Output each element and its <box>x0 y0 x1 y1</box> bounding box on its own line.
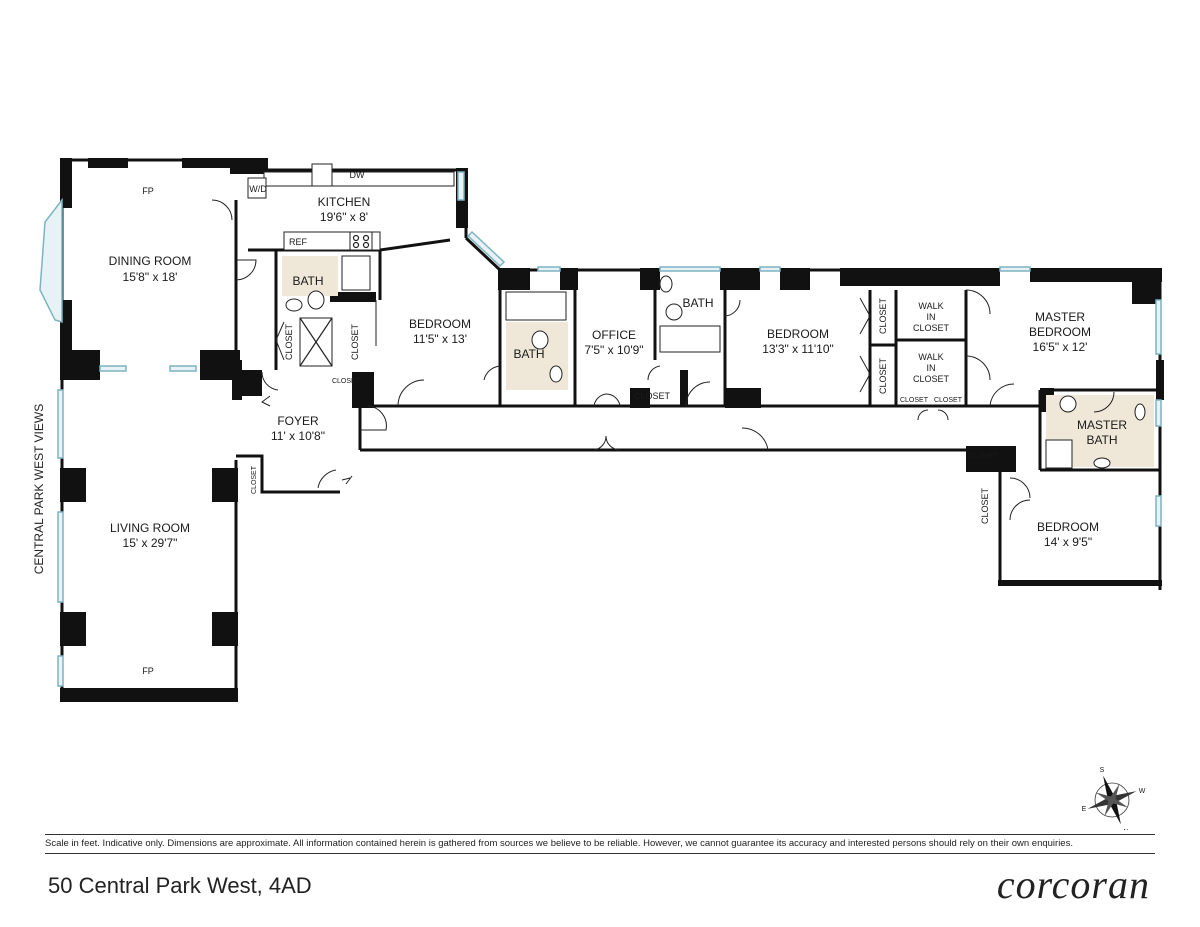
closet-label: CLOSET <box>284 323 294 360</box>
walk-in-closet-line2: IN <box>927 312 936 322</box>
divider <box>45 853 1155 854</box>
closet-label: CLOSET <box>251 465 258 494</box>
living-room-dim: 15' x 29'7" <box>123 536 178 550</box>
walk-in-closet-line1: WALK <box>918 301 943 311</box>
room-labels: FP FP W/D DW REF DINING ROOM 15'8" x 18'… <box>109 170 1128 676</box>
washer-dryer-label: W/D <box>249 184 267 194</box>
walk-in-closet-line3: CLOSET <box>913 374 950 384</box>
walk-in-closet-line3: CLOSET <box>913 323 950 333</box>
bath2-name: BATH <box>513 347 544 361</box>
walk-in-closet-line2: IN <box>927 363 936 373</box>
bath1-name: BATH <box>292 274 323 288</box>
closet-label: CLOSET <box>980 487 990 524</box>
dishwasher-label: DW <box>350 170 365 180</box>
floor-plan: FP FP W/D DW REF DINING ROOM 15'8" x 18'… <box>39 158 1164 830</box>
kitchen-fixtures <box>247 163 455 291</box>
listing-address: 50 Central Park West, 4AD <box>48 873 312 898</box>
bedroom2-name: BEDROOM <box>767 327 829 341</box>
bath3-name: BATH <box>682 296 713 310</box>
compass-s: S <box>1100 767 1105 774</box>
bedroom3-name: BEDROOM <box>1037 520 1099 534</box>
foyer-dim: 11' x 10'8" <box>271 429 325 443</box>
closet-label: CLOSET <box>934 397 963 404</box>
walls <box>60 158 1164 702</box>
master-bath-name2: BATH <box>1086 433 1117 447</box>
disclaimer-text: Scale in feet. Indicative only. Dimensio… <box>45 838 1073 849</box>
master-bedroom-name2: BEDROOM <box>1029 325 1091 339</box>
closet-label: CLOSET <box>900 397 929 404</box>
bedroom3-dim: 14' x 9'5" <box>1044 535 1092 549</box>
divider <box>45 834 1155 835</box>
master-bedroom-name1: MASTER <box>1035 310 1085 324</box>
bath-fixtures <box>282 256 1154 469</box>
compass-n: N <box>1123 829 1128 830</box>
closet-label: CLOSET <box>634 391 671 401</box>
closet-label: CLOSET <box>970 453 999 460</box>
bedroom1-name: BEDROOM <box>409 317 471 331</box>
kitchen-dim: 19'6" x 8' <box>320 210 368 224</box>
windows <box>39 171 1162 687</box>
master-bath-name1: MASTER <box>1077 418 1127 432</box>
dining-room-dim: 15'8" x 18' <box>123 270 178 284</box>
fireplace-label-bottom: FP <box>142 666 154 676</box>
closet-label: CLOSET <box>878 297 888 334</box>
master-bedroom-dim: 16'5" x 12' <box>1033 340 1088 354</box>
compass-w: W <box>1139 788 1146 795</box>
closet-label: CLOSET <box>350 323 360 360</box>
central-park-views-label: CENTRAL PARK WEST VIEWS <box>32 403 46 575</box>
refrigerator-label: REF <box>289 237 308 247</box>
closet-label: CLOSET <box>332 378 361 385</box>
walk-in-closet-line1: WALK <box>918 352 943 362</box>
kitchen-name: KITCHEN <box>318 195 371 209</box>
bedroom1-dim: 11'5" x 13' <box>413 332 467 346</box>
dining-room-name: DINING ROOM <box>109 254 192 268</box>
office-dim: 7'5" x 10'9" <box>584 343 643 357</box>
brand-logo: corcoran <box>996 862 1150 907</box>
foyer-name: FOYER <box>277 414 319 428</box>
compass-icon: S W E N <box>1082 767 1146 830</box>
bedroom2-dim: 13'3" x 11'10" <box>762 342 834 356</box>
office-name: OFFICE <box>592 328 636 342</box>
doors <box>211 199 1115 521</box>
closet-label: CLOSET <box>878 357 888 394</box>
compass-e: E <box>1082 806 1087 813</box>
fireplace-label-top: FP <box>142 186 154 196</box>
living-room-name: LIVING ROOM <box>110 521 190 535</box>
